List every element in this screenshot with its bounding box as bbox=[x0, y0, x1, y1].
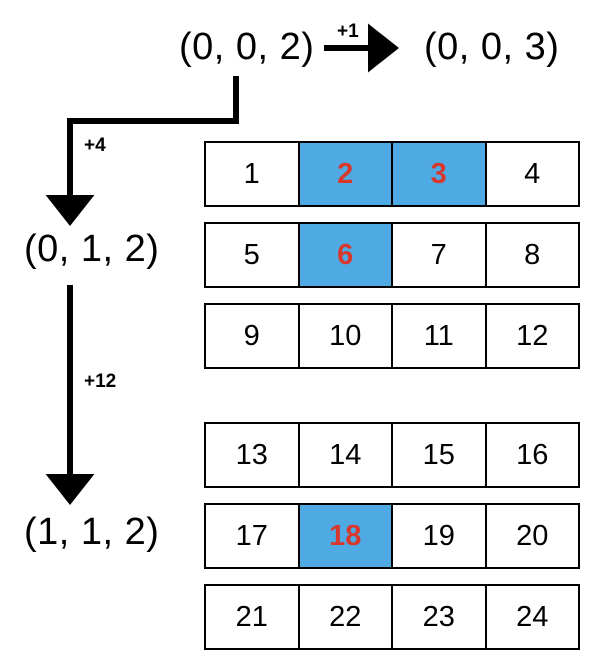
grid-cell[interactable]: 9 bbox=[204, 303, 300, 369]
grid-cell[interactable]: 16 bbox=[484, 422, 580, 488]
grid-cell[interactable]: 21 bbox=[204, 584, 300, 650]
arrow-label-plus-four: +4 bbox=[84, 135, 106, 156]
grid-cell[interactable]: 13 bbox=[204, 422, 300, 488]
arrow-label-plus-twelve: +12 bbox=[84, 371, 117, 392]
grid-row: 13 14 15 16 bbox=[204, 422, 586, 488]
grid-cell[interactable]: 3 bbox=[391, 141, 487, 207]
grid-cell[interactable]: 5 bbox=[204, 222, 300, 288]
coordinate-label-dest-right: (0, 0, 3) bbox=[424, 26, 560, 68]
grid-cell[interactable]: 14 bbox=[297, 422, 393, 488]
grid-row: 17 18 19 20 bbox=[204, 503, 586, 569]
grid-row: 9 10 11 12 bbox=[204, 303, 586, 369]
grid-cell[interactable]: 7 bbox=[391, 222, 487, 288]
grid-cell[interactable]: 22 bbox=[297, 584, 393, 650]
coordinate-label-source: (0, 0, 2) bbox=[179, 26, 315, 68]
grid-cell[interactable]: 20 bbox=[484, 503, 580, 569]
coordinate-label-dest-bottom: (1, 1, 2) bbox=[24, 511, 160, 553]
grid-cell[interactable]: 4 bbox=[484, 141, 580, 207]
grid-row: 5 6 7 8 bbox=[204, 222, 586, 288]
arrow-label-plus-one: +1 bbox=[337, 21, 359, 42]
grid-cell[interactable]: 15 bbox=[391, 422, 487, 488]
grid-cell[interactable]: 8 bbox=[484, 222, 580, 288]
grid-cell[interactable]: 12 bbox=[484, 303, 580, 369]
grid-cell[interactable]: 18 bbox=[297, 503, 393, 569]
grid-cell[interactable]: 2 bbox=[297, 141, 393, 207]
grid-cell[interactable]: 11 bbox=[391, 303, 487, 369]
grid-cell[interactable]: 24 bbox=[484, 584, 580, 650]
grid-cell[interactable]: 23 bbox=[391, 584, 487, 650]
grid-cell[interactable]: 10 bbox=[297, 303, 393, 369]
coordinate-label-dest-mid: (0, 1, 2) bbox=[24, 228, 160, 270]
memory-grid-plane-1: 13 14 15 16 17 18 19 20 21 22 23 24 bbox=[204, 422, 586, 650]
grid-cell[interactable]: 6 bbox=[297, 222, 393, 288]
grid-cell[interactable]: 19 bbox=[391, 503, 487, 569]
grid-cell[interactable]: 17 bbox=[204, 503, 300, 569]
memory-grid-plane-0: 1 2 3 4 5 6 7 8 9 10 11 12 bbox=[204, 141, 586, 369]
grid-cell[interactable]: 1 bbox=[204, 141, 300, 207]
grid-row: 1 2 3 4 bbox=[204, 141, 586, 207]
grid-row: 21 22 23 24 bbox=[204, 584, 586, 650]
